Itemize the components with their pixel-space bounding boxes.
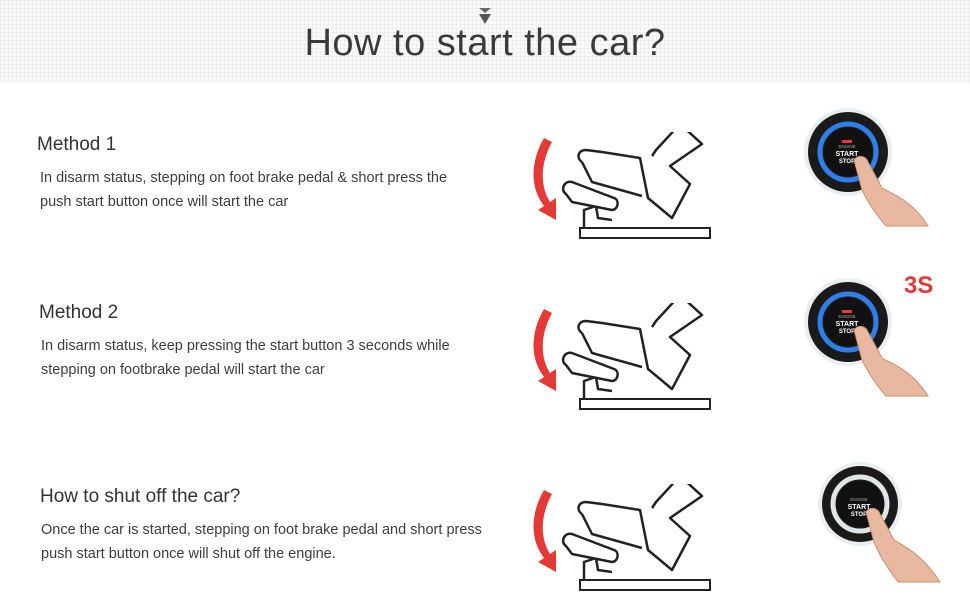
engine-label: ENGINE: [838, 144, 855, 149]
foot-pedal-icon: [522, 293, 722, 413]
pressing-finger-icon: [853, 325, 929, 397]
start-stop-button-icon: ENGINE START STOP: [804, 108, 929, 227]
shutoff-heading: How to shut off the car?: [40, 486, 241, 507]
foot-pedal-icon: [522, 122, 722, 242]
foot-pedal-icon: [522, 474, 722, 594]
method-2-heading: Method 2: [39, 302, 119, 323]
down-arrow-icon: [479, 8, 491, 24]
page-title: How to start the car?: [304, 22, 666, 64]
shutoff-description: Once the car is started, stepping on foo…: [41, 518, 511, 566]
engine-label: ENGINE: [838, 314, 855, 319]
method-1-heading: Method 1: [37, 134, 117, 155]
start-stop-button-icon: ENGINE START STOP: [818, 462, 941, 583]
start-label: START: [836, 321, 860, 328]
start-label: START: [848, 504, 872, 511]
start-label: START: [836, 151, 860, 158]
pressing-finger-icon: [853, 155, 929, 227]
pressing-finger-icon: [865, 507, 941, 583]
method-1-description: In disarm status, stepping on foot brake…: [40, 166, 510, 214]
method-2-description: In disarm status, keep pressing the star…: [41, 334, 511, 382]
method-1-line-1: In disarm status, stepping on foot brake…: [40, 170, 448, 186]
stop-label: STOP: [851, 512, 867, 518]
method-1-line-2: push start button once will start the ca…: [40, 194, 289, 210]
start-stop-button-icon: ENGINE START STOP: [804, 278, 929, 397]
hold-duration-badge: 3S: [904, 272, 934, 299]
shutoff-line-2: push start button once will shut off the…: [41, 546, 336, 562]
stop-label: STOP: [839, 329, 855, 335]
stop-label: STOP: [839, 159, 855, 165]
shutoff-line-1: Once the car is started, stepping on foo…: [41, 522, 482, 538]
method-2-line-1: In disarm status, keep pressing the star…: [41, 338, 450, 354]
engine-label: ENGINE: [850, 497, 867, 502]
method-2-line-2: stepping on footbrake pedal will start t…: [41, 362, 325, 378]
